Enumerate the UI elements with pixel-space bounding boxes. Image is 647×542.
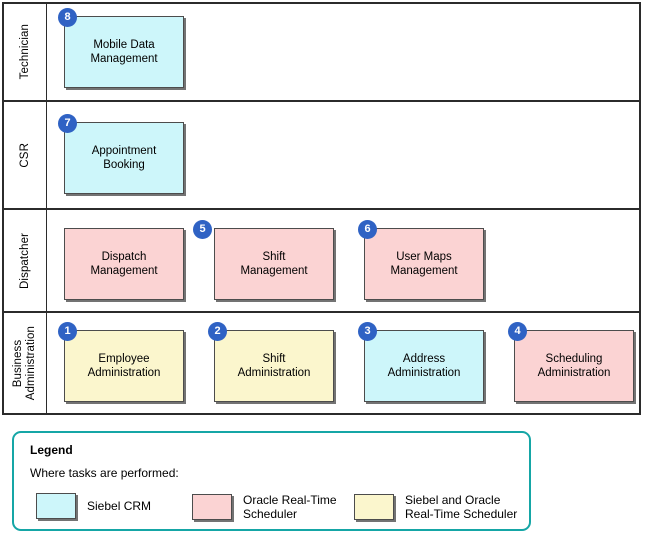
task-box-employee-administration[interactable]: Employee Administration xyxy=(64,330,184,402)
swimlane-csr: CSR Appointment Booking 7 xyxy=(4,102,639,210)
task-label-shift-management: Shift Management xyxy=(240,251,308,277)
legend-label-oracle-real-time-scheduler: Oracle Real-Time Scheduler xyxy=(243,493,337,521)
lane-content-csr: Appointment Booking 7 xyxy=(47,102,639,208)
legend-item-oracle-real-time-scheduler: Oracle Real-Time Scheduler xyxy=(192,493,337,521)
swimlane-technician: Technician Mobile Data Management 8 xyxy=(4,4,639,102)
task-label-user-maps-management: User Maps Management xyxy=(390,251,458,277)
legend-swatch-pink xyxy=(192,494,232,520)
swimlane-business-administration: Business Administration Employee Adminis… xyxy=(4,313,639,413)
lane-label-csr-text: CSR xyxy=(18,142,31,168)
task-badge-5: 5 xyxy=(193,220,212,239)
lane-label-dispatcher: Dispatcher xyxy=(4,210,47,311)
lane-label-business-administration-text: Business Administration xyxy=(12,325,37,401)
task-box-mobile-data-management[interactable]: Mobile Data Management xyxy=(64,16,184,88)
lane-label-technician: Technician xyxy=(4,4,47,100)
lane-label-business-administration: Business Administration xyxy=(4,313,47,413)
lane-content-technician: Mobile Data Management 8 xyxy=(47,4,639,100)
task-badge-7: 7 xyxy=(58,114,77,133)
task-box-user-maps-management[interactable]: User Maps Management xyxy=(364,228,484,300)
task-label-dispatch-management: Dispatch Management xyxy=(90,251,158,277)
task-label-appointment-booking: Appointment Booking xyxy=(91,145,157,171)
task-label-shift-administration: Shift Administration xyxy=(237,353,311,379)
task-box-shift-management[interactable]: Shift Management xyxy=(214,228,334,300)
task-label-mobile-data-management: Mobile Data Management xyxy=(90,39,158,65)
legend-label-siebel-crm: Siebel CRM xyxy=(87,499,152,513)
swimlane-diagram: Technician Mobile Data Management 8 CSR … xyxy=(2,2,641,415)
legend-swatch-cyan xyxy=(36,493,76,519)
task-label-employee-administration: Employee Administration xyxy=(87,353,161,379)
legend-title: Legend xyxy=(30,443,73,457)
legend-label-siebel-and-oracle-real-time-scheduler: Siebel and Oracle Real-Time Scheduler xyxy=(405,493,518,521)
task-badge-8: 8 xyxy=(58,8,77,27)
task-badge-4: 4 xyxy=(508,322,527,341)
task-badge-2: 2 xyxy=(208,322,227,341)
task-badge-6: 6 xyxy=(358,220,377,239)
legend-panel: Legend Where tasks are performed: Siebel… xyxy=(12,431,531,531)
task-badge-3: 3 xyxy=(358,322,377,341)
lane-content-business-administration: Employee Administration 1 Shift Administ… xyxy=(47,313,639,413)
task-box-scheduling-administration[interactable]: Scheduling Administration xyxy=(514,330,634,402)
task-badge-1: 1 xyxy=(58,322,77,341)
swimlane-dispatcher: Dispatcher Dispatch Management Shift Man… xyxy=(4,210,639,313)
task-label-address-administration: Address Administration xyxy=(387,353,461,379)
task-box-address-administration[interactable]: Address Administration xyxy=(364,330,484,402)
legend-subtitle: Where tasks are performed: xyxy=(30,466,179,480)
legend-item-siebel-and-oracle-real-time-scheduler: Siebel and Oracle Real-Time Scheduler xyxy=(354,493,517,521)
task-box-appointment-booking[interactable]: Appointment Booking xyxy=(64,122,184,194)
task-label-scheduling-administration: Scheduling Administration xyxy=(537,353,611,379)
lane-label-dispatcher-text: Dispatcher xyxy=(18,232,31,289)
legend-swatch-yellow xyxy=(354,494,394,520)
lane-content-dispatcher: Dispatch Management Shift Management 5 U… xyxy=(47,210,639,311)
legend-item-siebel-crm: Siebel CRM xyxy=(36,493,151,519)
task-box-dispatch-management[interactable]: Dispatch Management xyxy=(64,228,184,300)
lane-label-csr: CSR xyxy=(4,102,47,208)
task-box-shift-administration[interactable]: Shift Administration xyxy=(214,330,334,402)
lane-label-technician-text: Technician xyxy=(18,24,31,80)
